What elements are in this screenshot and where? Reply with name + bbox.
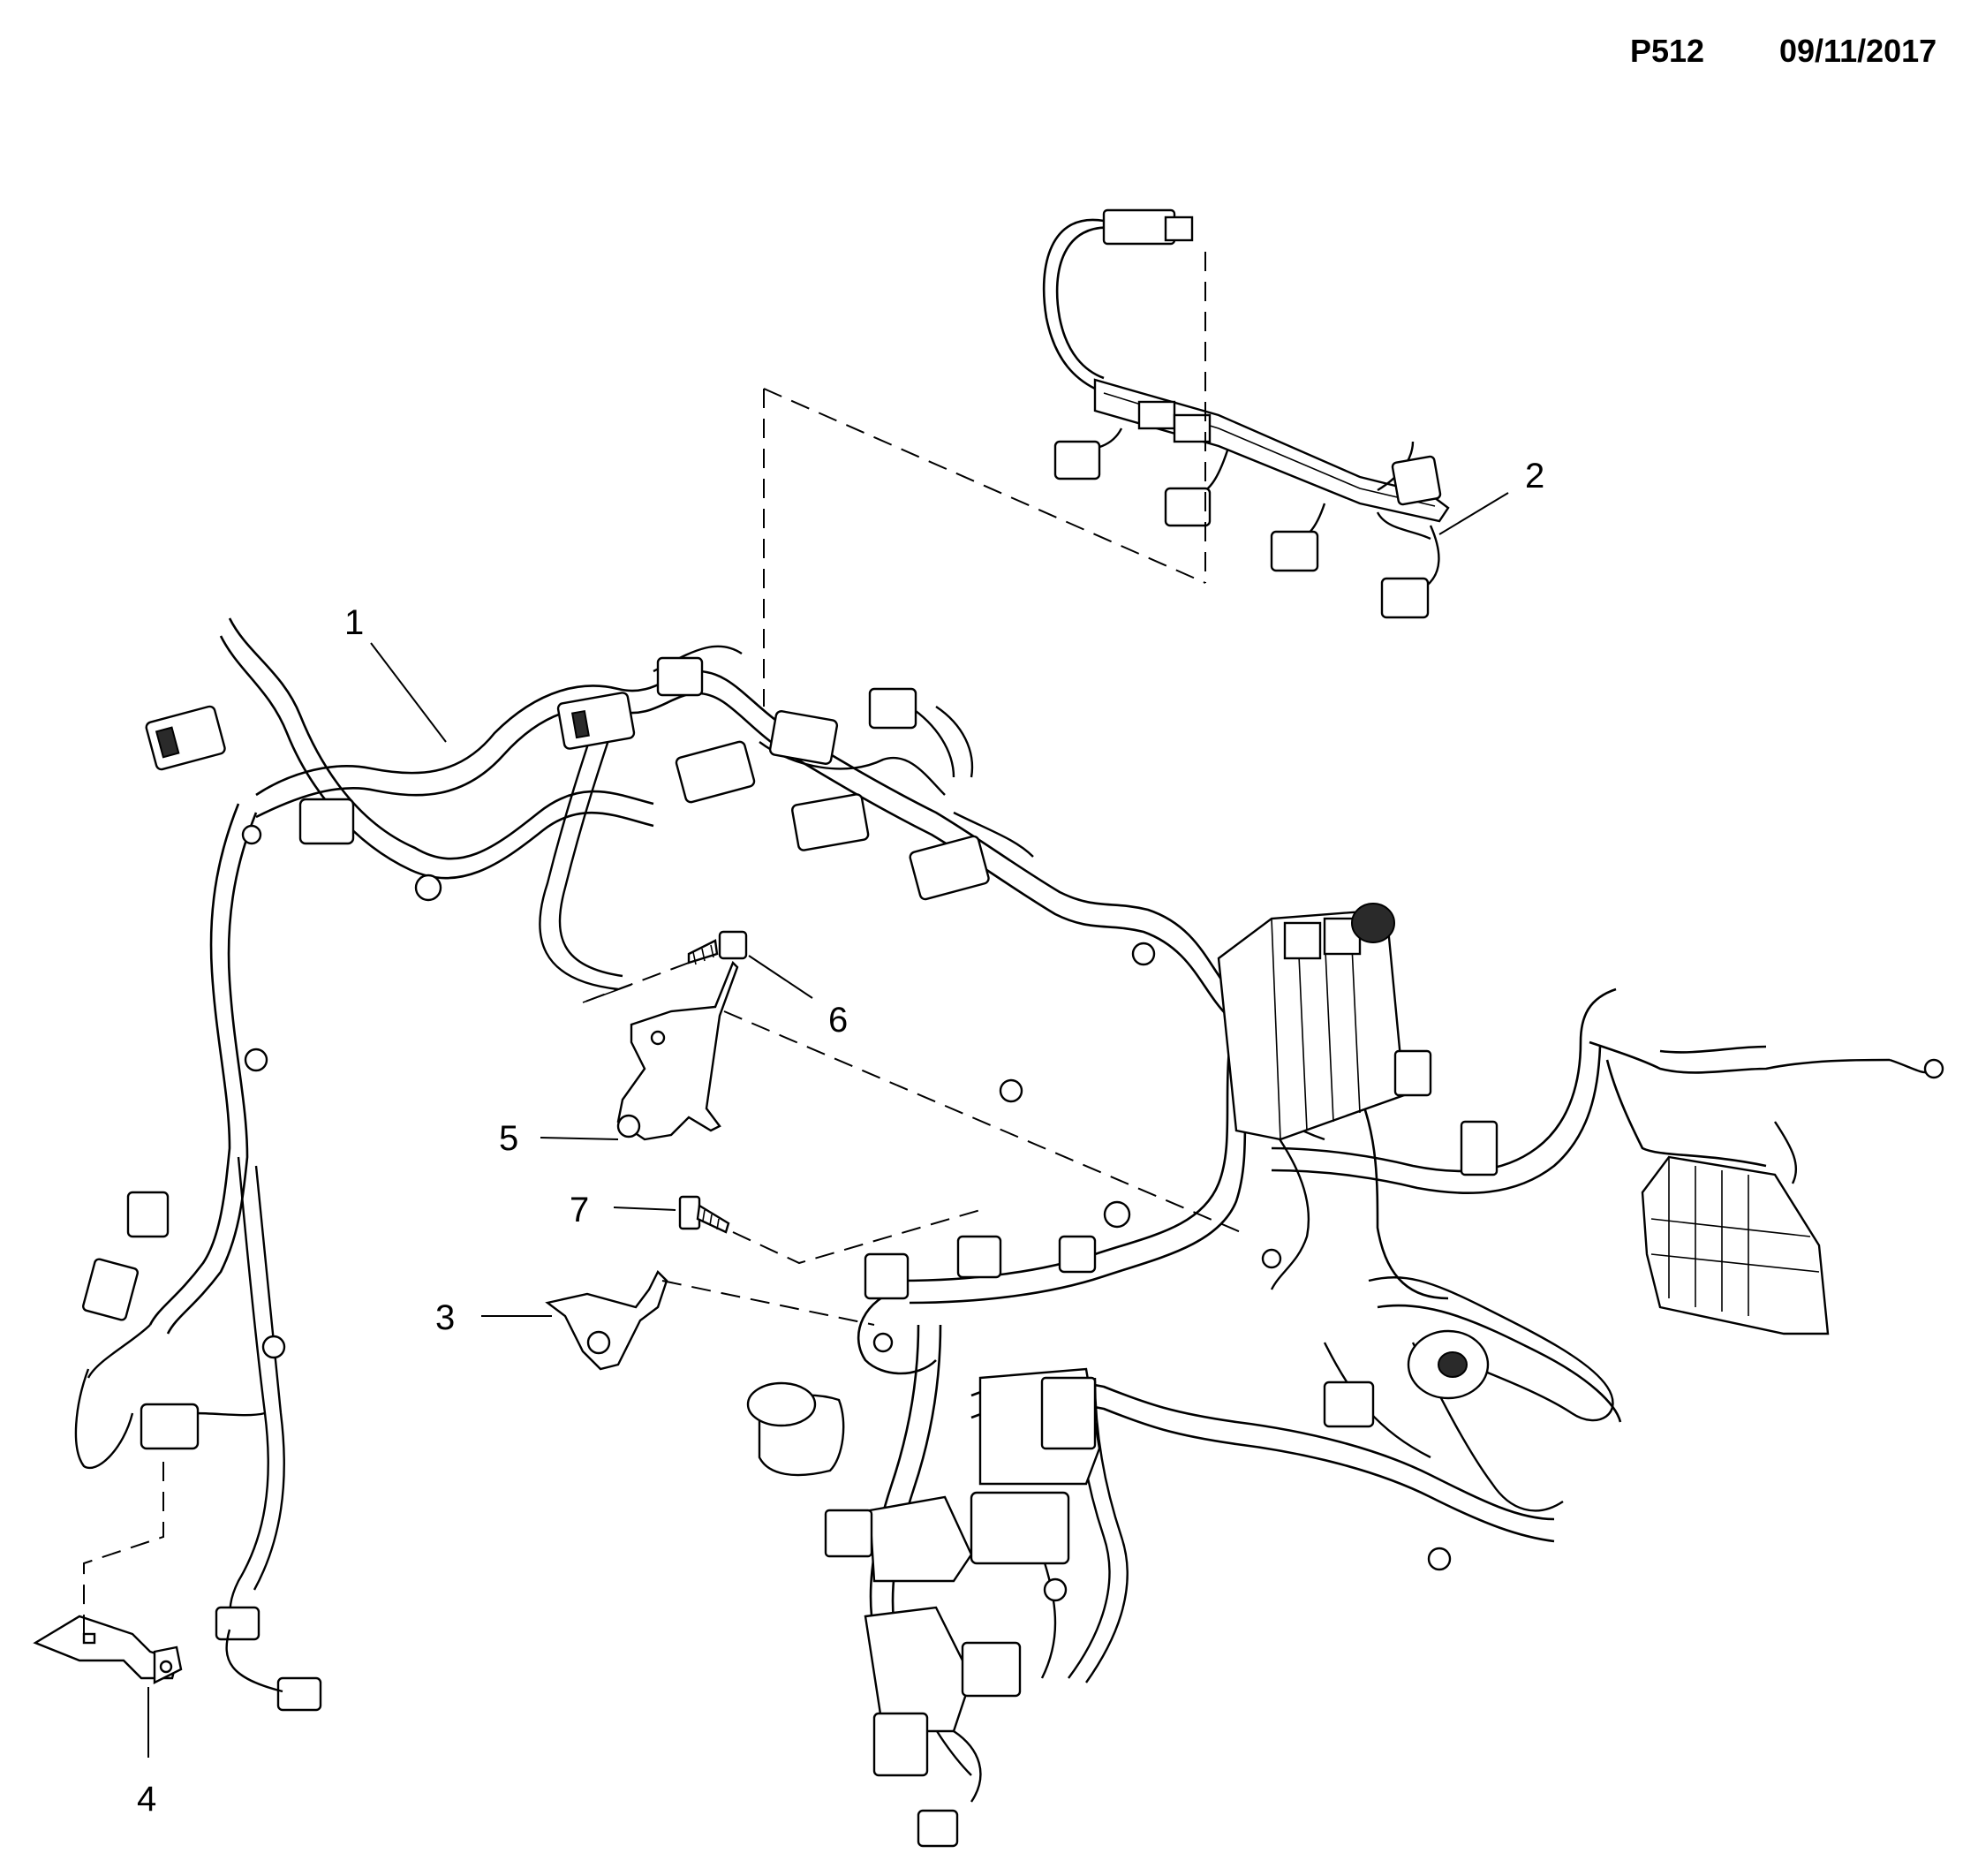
bracket-part-5	[616, 960, 739, 1141]
leader-5	[540, 1137, 619, 1140]
leader-1	[370, 642, 447, 743]
bolt-part-7	[678, 1195, 730, 1234]
revision-date: 09/11/2017	[1779, 33, 1936, 69]
callout-1: 1	[344, 603, 364, 642]
callout-7: 7	[570, 1191, 589, 1229]
callout-5: 5	[499, 1119, 518, 1158]
callout-2: 2	[1525, 457, 1544, 495]
page-code: P512	[1630, 33, 1704, 69]
leader-6	[748, 955, 813, 999]
leader-2	[1438, 492, 1509, 535]
leader-7	[613, 1207, 676, 1211]
harness-1-connectors	[82, 656, 1156, 1712]
callout-6: 6	[828, 1001, 848, 1040]
callout-4: 4	[137, 1780, 156, 1819]
relay-block	[1217, 903, 1432, 1141]
fuse-box	[1460, 1058, 1944, 1335]
callout-3: 3	[435, 1298, 455, 1337]
bracket-part-3	[545, 1269, 668, 1371]
lower-components	[746, 1078, 1490, 1848]
harness-2	[1042, 208, 1450, 619]
bolt-part-6	[687, 930, 748, 965]
bracket-part-4	[33, 1615, 183, 1684]
harness-1	[74, 617, 1891, 1803]
